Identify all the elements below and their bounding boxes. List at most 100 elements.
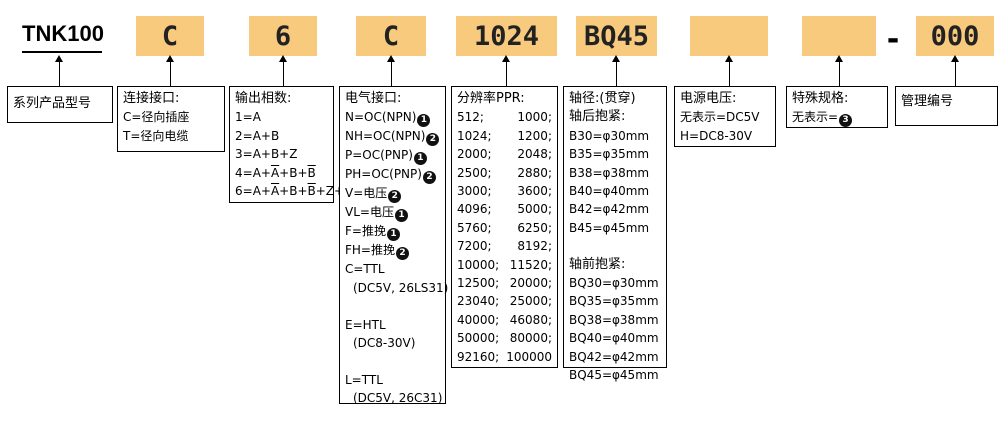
shaft-item: BQ45=φ45mm — [569, 368, 659, 383]
resolution-value: 100000 — [506, 349, 552, 364]
arrow-icon — [166, 55, 174, 62]
resolution-value: 10000; — [457, 257, 500, 272]
resolution-value: 12500; — [457, 276, 500, 291]
power-title: 电源电压: — [680, 91, 737, 106]
resolution-value: 7200; — [457, 239, 492, 254]
resolution-value: 1200; — [517, 128, 552, 143]
connector-line — [955, 60, 956, 86]
output-item: 4=A+A+B+B — [235, 165, 316, 180]
resolution-title: 分辨率PPR: — [457, 91, 525, 106]
connector-line — [616, 60, 617, 86]
resolution-row: 10000; 11520; — [457, 256, 552, 274]
code-special — [802, 16, 876, 56]
number-badge-icon: 3 — [839, 114, 853, 128]
electrical-title: 电气接口: — [345, 91, 402, 106]
model-underline — [22, 51, 102, 53]
resolution-value: 8192; — [517, 239, 552, 254]
output-item: 3=A+B+Z — [235, 147, 298, 162]
electrical-item-sub: (DC8-30V) — [353, 336, 416, 351]
model-name: TNK100 — [22, 21, 104, 46]
box-power: 电源电压: 无表示=DC5V H=DC8-30V — [674, 86, 776, 147]
resolution-value: 1000; — [517, 110, 552, 125]
resolution-row: 92160; 100000 — [457, 348, 552, 366]
shaft-item: B35=φ35mm — [569, 147, 650, 162]
connector-title: 连接接口: — [123, 91, 180, 106]
output-item: 1=A — [235, 110, 261, 125]
resolution-value: 2880; — [517, 165, 552, 180]
code-output-phase: 6 — [249, 16, 317, 56]
dash-separator: - — [884, 22, 903, 57]
resolution-value: 5000; — [517, 202, 552, 217]
box-output: 输出相数: 1=A 2=A+B 3=A+B+Z 4=A+A+B+B 6=A+A+… — [229, 86, 352, 203]
connector-line — [283, 60, 284, 86]
resolution-value: 92160; — [457, 349, 500, 364]
shaft-item: BQ38=φ38mm — [569, 312, 659, 327]
code-management: 000 — [916, 16, 994, 56]
resolution-value: 40000; — [457, 312, 500, 327]
shaft-rear-title: 轴后抱紧: — [569, 109, 626, 125]
resolution-value: 6250; — [517, 220, 552, 235]
arrow-icon — [612, 55, 620, 62]
power-item: H=DC8-30V — [680, 128, 753, 143]
electrical-item: NH=OC(NPN)2 — [345, 127, 440, 147]
connector-line — [170, 60, 171, 86]
connector-line — [506, 60, 507, 86]
number-badge-icon: 1 — [413, 152, 427, 166]
number-badge-icon: 1 — [386, 228, 400, 242]
box-series: 系列产品型号 — [7, 86, 113, 123]
number-badge-icon: 1 — [394, 209, 408, 223]
resolution-value: 1024; — [457, 128, 492, 143]
resolution-value: 25000; — [509, 294, 552, 309]
resolution-value: 2500; — [457, 165, 492, 180]
electrical-item: P=OC(PNP)1 — [345, 146, 440, 166]
shaft-item: B45=φ45mm — [569, 220, 650, 235]
number-badge-icon: 2 — [422, 171, 436, 185]
box-shaft: 轴径:(贯穿) 轴后抱紧: B30=φ30mm B35=φ35mm B38=φ3… — [563, 86, 667, 382]
box-resolution: 分辨率PPR: 512;1000;1024;1200;2000;2048;250… — [451, 86, 558, 368]
shaft-item: B40=φ40mm — [569, 184, 650, 199]
electrical-item: N=OC(NPN)1 — [345, 108, 440, 128]
output-title: 输出相数: — [235, 91, 292, 106]
code-electrical: C — [356, 16, 426, 56]
electrical-item: E=HTL — [345, 317, 386, 332]
arrow-icon — [502, 55, 510, 62]
resolution-value: 80000; — [509, 331, 552, 346]
resolution-row: 23040; 25000; — [457, 292, 552, 310]
shaft-item: B42=φ42mm — [569, 202, 650, 217]
box-connector: 连接接口: C=径向插座 T=径向电缆 — [117, 86, 225, 152]
shaft-item: BQ42=φ42mm — [569, 349, 659, 364]
resolution-value: 46080; — [509, 312, 552, 327]
shaft-item: B38=φ38mm — [569, 165, 650, 180]
connector-line — [839, 60, 840, 86]
number-badge-icon: 2 — [426, 133, 440, 147]
resolution-value: 20000; — [509, 276, 552, 291]
arrow-icon — [835, 55, 843, 62]
arrow-icon — [55, 55, 63, 62]
resolution-row: 7200; 8192; — [457, 237, 552, 255]
series-label: 系列产品型号 — [13, 96, 92, 111]
number-badge-icon: 1 — [417, 114, 431, 128]
resolution-value: 512; — [457, 110, 484, 125]
resolution-value: 11520; — [509, 257, 552, 272]
resolution-row: 2500; 2880; — [457, 164, 552, 182]
electrical-item: C=TTL — [345, 262, 385, 277]
electrical-item-sub: (DC5V, 26LS31) — [353, 280, 449, 295]
shaft-item: BQ30=φ30mm — [569, 276, 659, 291]
shaft-item: BQ40=φ40mm — [569, 331, 659, 346]
resolution-row: 40000; 46080; — [457, 311, 552, 329]
shaft-title: 轴径:(贯穿) — [569, 91, 636, 106]
connector-line — [59, 60, 60, 86]
shaft-item: BQ35=φ35mm — [569, 294, 659, 309]
shaft-item: B30=φ30mm — [569, 128, 650, 143]
resolution-value: 23040; — [457, 294, 500, 309]
resolution-value: 2000; — [457, 147, 492, 162]
connector-item: T=径向电缆 — [123, 128, 189, 143]
output-item: 2=A+B — [235, 128, 280, 143]
special-title: 特殊规格: — [792, 91, 849, 106]
arrow-icon — [725, 55, 733, 62]
resolution-value: 3600; — [517, 184, 552, 199]
box-management: 管理编号 — [895, 86, 998, 126]
power-item: 无表示=DC5V — [680, 110, 760, 125]
